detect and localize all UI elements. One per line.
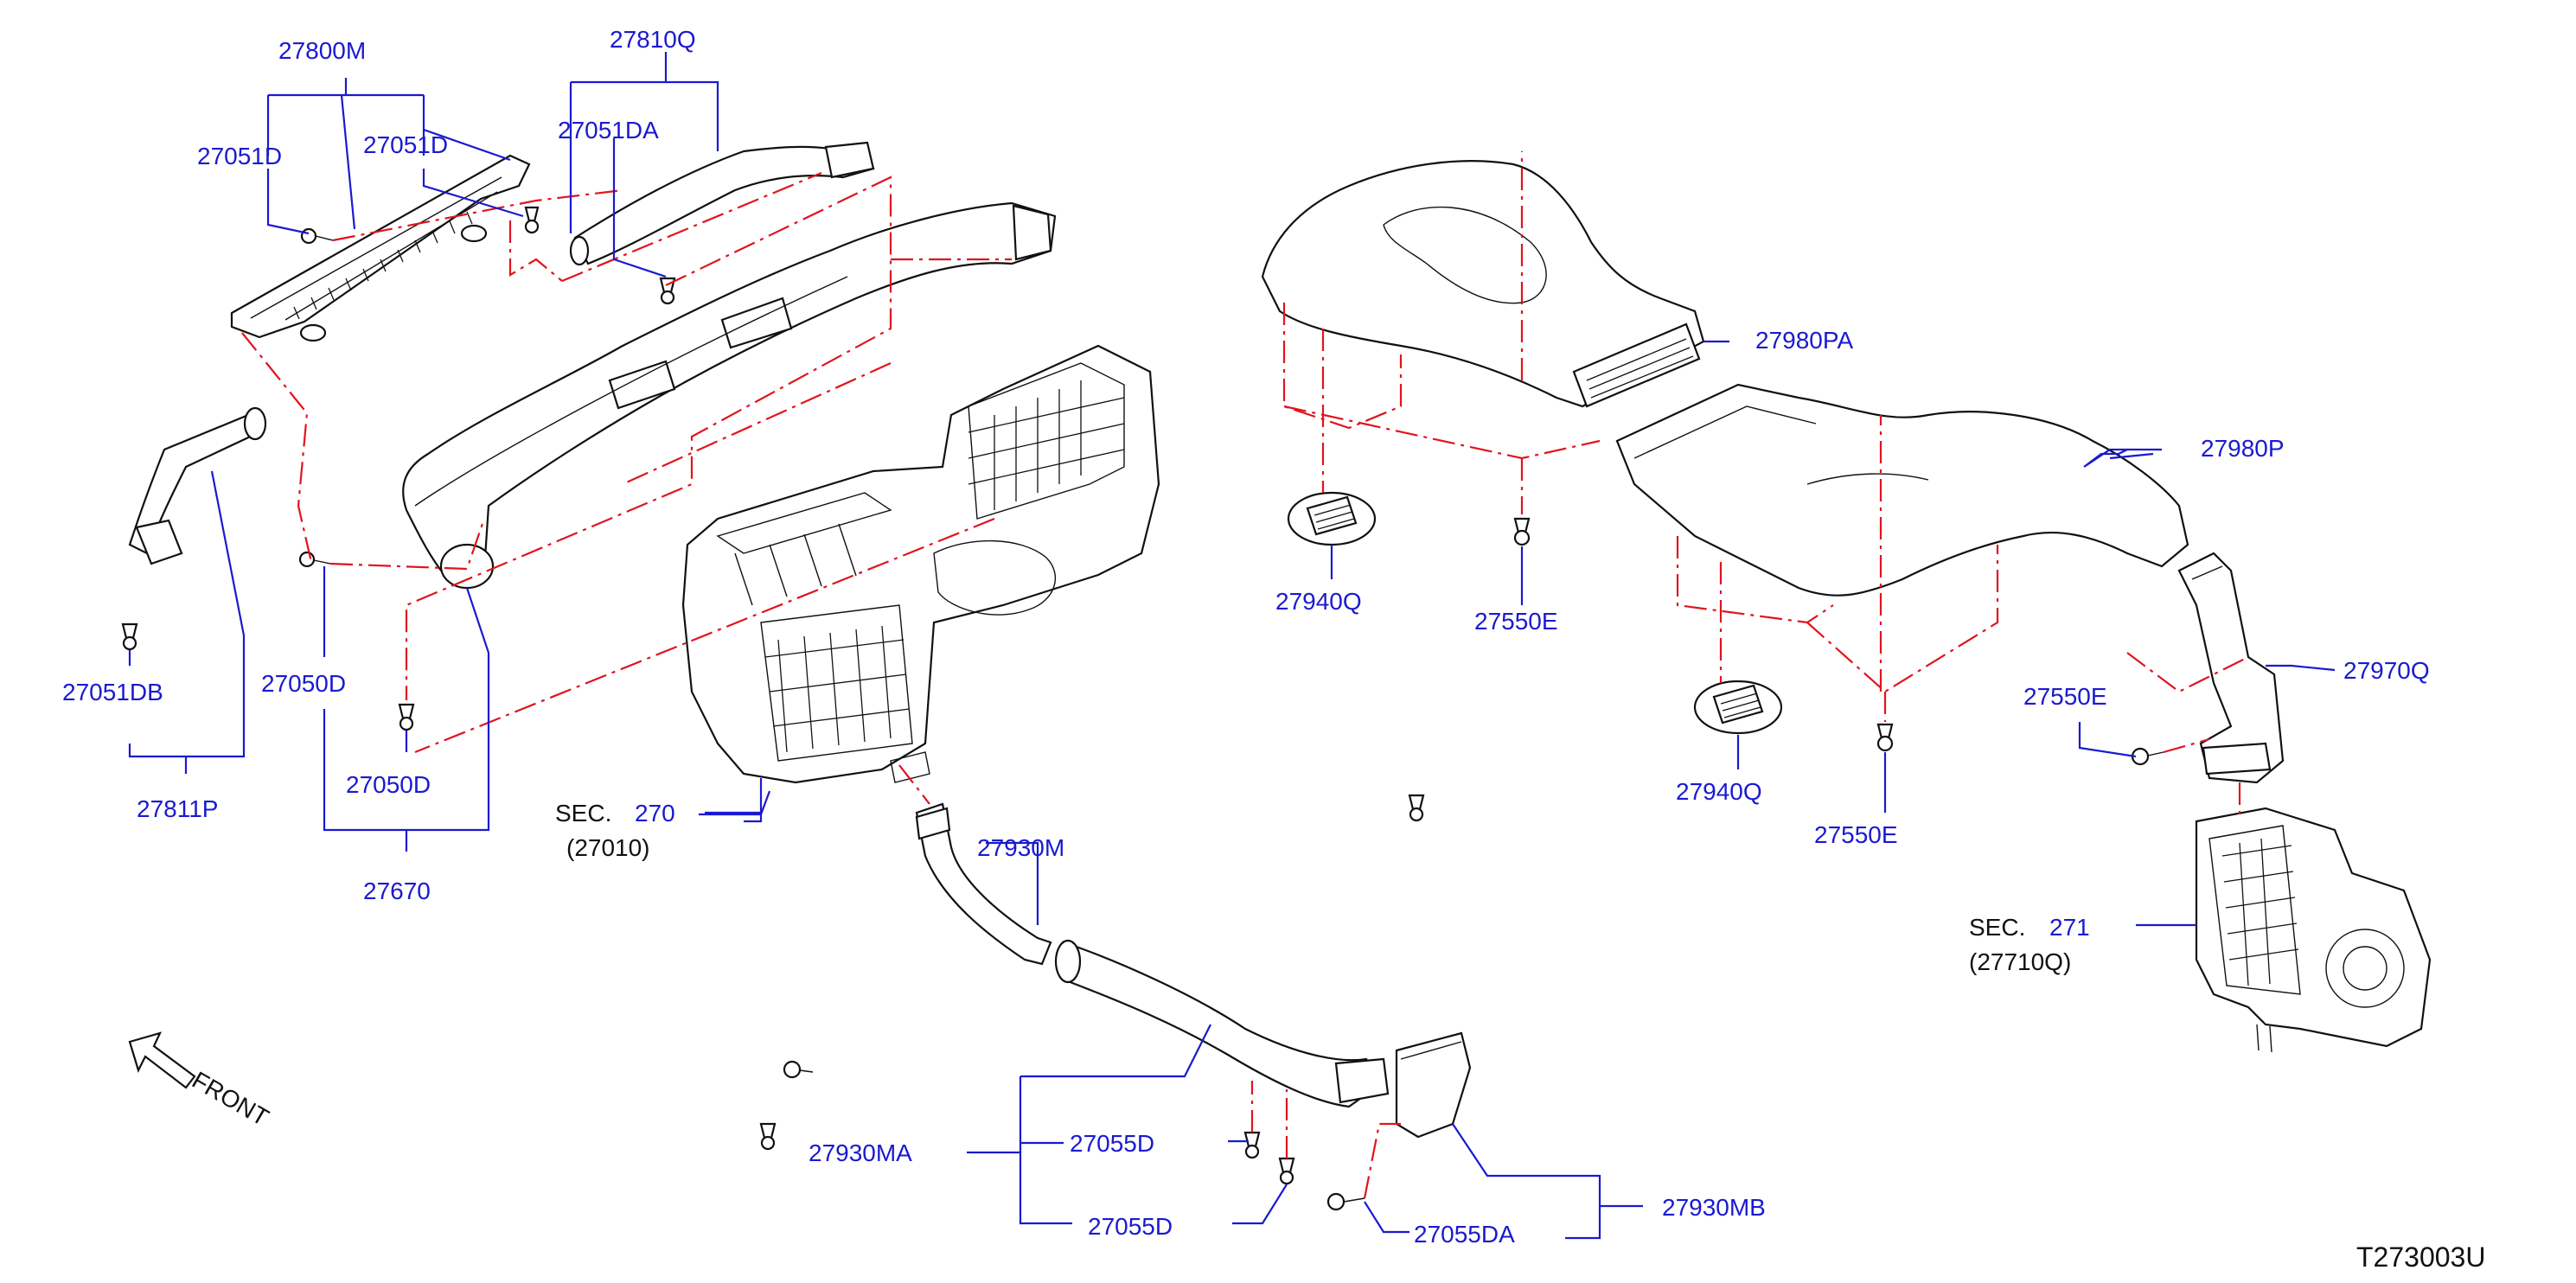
floor-duct-drawing: [915, 802, 1390, 1108]
clip-27051DB: [121, 622, 138, 651]
section-reference-270: SEC. 270 (27010): [555, 800, 675, 861]
upper-vent-duct-drawing: [569, 141, 875, 266]
sec-number-271: 271: [2049, 914, 2090, 941]
defroster-nozzle-drawing: [230, 154, 531, 342]
clip-27930MA-b: [759, 1122, 777, 1151]
part-label-27550E-upper: 27550E: [1474, 608, 1558, 635]
part-label-27930MA: 27930MA: [809, 1139, 912, 1166]
sec-prefix-270: SEC.: [555, 800, 611, 827]
sec-sub-270: (27010): [566, 834, 650, 861]
part-label-27051DB: 27051DB: [62, 679, 163, 705]
phantom-lines: [241, 151, 2249, 1199]
rear-duct-lower-drawing: [1615, 383, 2189, 597]
part-label-27930M: 27930M: [977, 834, 1064, 861]
screw-27051D-left: [300, 227, 334, 245]
clip-27550E-upper: [1513, 517, 1531, 546]
clip-27050D-lower: [398, 703, 415, 731]
rear-hvac-unit-drawing: [2195, 807, 2432, 1053]
part-label-27550E-right: 27550E: [2023, 683, 2107, 710]
part-label-27800M: 27800M: [278, 37, 366, 64]
rear-duct-upper-drawing: [1261, 160, 1705, 408]
part-label-27055D-lower: 27055D: [1088, 1213, 1173, 1240]
part-label-27051D-right: 27051D: [363, 131, 448, 158]
screw-27055D-upper: [1243, 1131, 1261, 1159]
grille-upper-drawing: [1287, 491, 1377, 546]
part-label-27810Q: 27810Q: [610, 26, 696, 53]
part-label-27051D-left: 27051D: [197, 143, 282, 169]
screw-27055D-lower: [1278, 1157, 1295, 1185]
part-label-27055D-upper: 27055D: [1070, 1130, 1154, 1157]
part-label-27980P: 27980P: [2201, 435, 2285, 462]
screw-27055DA: [1326, 1192, 1365, 1211]
front-label: FRONT: [188, 1066, 273, 1131]
part-label-27811P: 27811P: [137, 795, 218, 822]
side-defroster-duct-drawing: [128, 406, 267, 565]
part-label-27930MB: 27930MB: [1662, 1194, 1766, 1221]
part-number-labels: 27800M 27051D 27051D 27810Q 27051DA 2705…: [62, 26, 2430, 1248]
rear-vertical-duct-drawing: [2177, 552, 2285, 784]
part-label-27055DA: 27055DA: [1414, 1221, 1515, 1248]
part-label-27050D-upper: 27050D: [261, 670, 346, 697]
clip-27051D-right: [524, 206, 540, 234]
main-vent-duct-drawing: [402, 201, 1057, 590]
screw-27050D-left: [298, 551, 331, 568]
clip-27930MA-a: [783, 1060, 814, 1079]
sec-sub-271: (27710Q): [1969, 948, 2071, 975]
clip-27550E-lower: [1876, 723, 1894, 752]
floor-outlet-drawing: [1395, 1031, 1472, 1139]
part-label-27970Q: 27970Q: [2343, 657, 2430, 684]
part-label-27051DA: 27051DA: [558, 117, 659, 144]
part-label-27670: 27670: [363, 878, 431, 904]
part-label-27980PA: 27980PA: [1755, 327, 1853, 354]
hvac-unit-drawing: [681, 344, 1160, 784]
diagram-id: T273003U: [2356, 1242, 2485, 1273]
sec-prefix-271: SEC.: [1969, 914, 2025, 941]
grille-lower-drawing: [1693, 680, 1783, 735]
part-label-27550E-lower: 27550E: [1814, 821, 1898, 848]
clip-center: [1408, 794, 1425, 822]
leader-lines: [128, 52, 2336, 1240]
screw-27550E-right: [2131, 747, 2164, 766]
fasteners: [121, 206, 2164, 1211]
front-arrow: FRONT: [128, 1031, 273, 1131]
part-label-27050D-lower: 27050D: [346, 771, 431, 798]
part-label-27940Q-upper: 27940Q: [1275, 588, 1362, 615]
sec-number-270: 270: [635, 800, 675, 827]
part-label-27940Q-lower: 27940Q: [1676, 778, 1762, 805]
section-reference-271: SEC. 271 (27710Q): [1969, 914, 2090, 975]
